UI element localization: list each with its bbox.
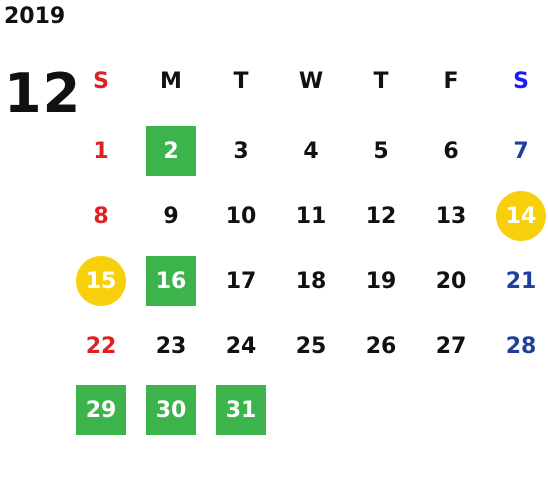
day-cell-highlighted[interactable]: 2 <box>146 126 196 176</box>
year-label: 2019 <box>4 4 66 29</box>
weekday-header-mon: M <box>160 68 182 94</box>
day-cell[interactable]: 3 <box>233 138 249 164</box>
day-cell[interactable]: 19 <box>365 268 397 294</box>
weekday-header-fri: F <box>443 68 459 94</box>
day-cell-circled[interactable]: 14 <box>496 191 546 241</box>
day-cell[interactable]: 9 <box>163 203 179 229</box>
day-cell-circled[interactable]: 15 <box>76 256 126 306</box>
day-cell[interactable]: 22 <box>85 333 117 359</box>
weekday-header-sat: S <box>513 68 529 94</box>
day-cell[interactable]: 12 <box>365 203 397 229</box>
day-cell[interactable]: 5 <box>373 138 389 164</box>
day-cell[interactable]: 11 <box>295 203 327 229</box>
weekday-header-thu: T <box>373 68 389 94</box>
day-cell[interactable]: 25 <box>295 333 327 359</box>
day-cell[interactable]: 28 <box>505 333 537 359</box>
day-cell[interactable]: 6 <box>443 138 459 164</box>
month-label: 12 <box>4 62 82 125</box>
day-cell[interactable]: 17 <box>225 268 257 294</box>
day-cell[interactable]: 20 <box>435 268 467 294</box>
day-cell[interactable]: 27 <box>435 333 467 359</box>
day-cell[interactable]: 21 <box>505 268 537 294</box>
weekday-header-sun: S <box>93 68 109 94</box>
day-cell[interactable]: 1 <box>93 138 109 164</box>
day-cell[interactable]: 23 <box>155 333 187 359</box>
day-cell-highlighted[interactable]: 16 <box>146 256 196 306</box>
day-cell[interactable]: 26 <box>365 333 397 359</box>
day-cell[interactable]: 7 <box>513 138 529 164</box>
day-cell-highlighted[interactable]: 31 <box>216 385 266 435</box>
weekday-header-wed: W <box>298 68 324 94</box>
weekday-header-tue: T <box>233 68 249 94</box>
day-cell[interactable]: 4 <box>303 138 319 164</box>
day-cell[interactable]: 13 <box>435 203 467 229</box>
day-cell[interactable]: 10 <box>225 203 257 229</box>
day-cell[interactable]: 8 <box>93 203 109 229</box>
day-cell-highlighted[interactable]: 29 <box>76 385 126 435</box>
day-cell[interactable]: 18 <box>295 268 327 294</box>
day-cell[interactable]: 24 <box>225 333 257 359</box>
day-cell-highlighted[interactable]: 30 <box>146 385 196 435</box>
